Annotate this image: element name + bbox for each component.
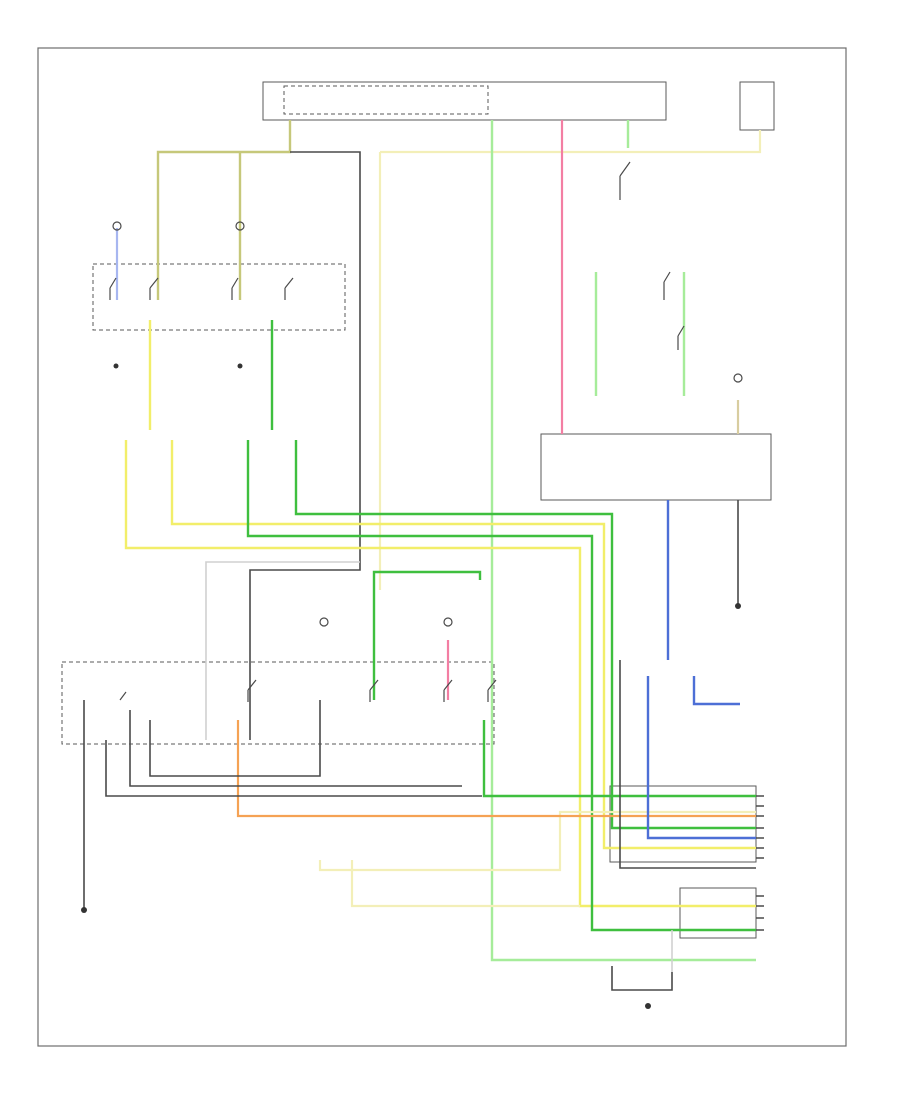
wire-blue-connector xyxy=(646,676,756,840)
diagram-frame xyxy=(37,47,847,1047)
connector-c2 xyxy=(679,887,757,939)
wire-black-bus2 xyxy=(129,710,462,787)
bulb-icon xyxy=(733,373,743,383)
wire-yellow-3 xyxy=(170,440,756,850)
wire-black-bottom-ground xyxy=(611,966,673,991)
wire-green-3 xyxy=(294,440,756,830)
wire-green-2 xyxy=(246,440,756,932)
trailer-module xyxy=(540,433,772,501)
fuse-block-right xyxy=(739,81,775,131)
relay-switch xyxy=(619,161,685,350)
wire-black-right-loop xyxy=(249,151,361,740)
wire-white-1 xyxy=(205,561,360,740)
bulb-icon xyxy=(319,617,329,627)
lower-switch-panel xyxy=(61,661,495,745)
ground-icon xyxy=(237,363,243,369)
ground-icon xyxy=(81,907,87,913)
wire-black-bus xyxy=(105,740,482,797)
wire-black-bus3 xyxy=(149,700,321,777)
wire-green-bottom xyxy=(482,720,756,798)
wire-lightyellow-bottom2 xyxy=(318,810,756,872)
wire-yellow-2 xyxy=(124,440,756,908)
wire-orange xyxy=(236,720,756,818)
ground-icon xyxy=(735,603,741,609)
bulb-icon xyxy=(443,617,453,627)
connector-c2-pins xyxy=(756,895,764,931)
wire-olive-top xyxy=(156,120,292,300)
connector-c1 xyxy=(609,785,757,863)
upper-switch-panel xyxy=(92,263,346,331)
fuse-block-left xyxy=(262,81,667,121)
ground-icon xyxy=(113,363,119,369)
wire-green-lower xyxy=(372,570,482,700)
wire-blue-out xyxy=(692,676,740,706)
upper-switches xyxy=(109,277,294,300)
bulb-icon xyxy=(112,221,122,231)
connector-c1-pins xyxy=(756,795,764,859)
ground-icon xyxy=(645,1003,651,1009)
bulb-icon xyxy=(235,221,245,231)
wire-lightyellow-top xyxy=(380,130,762,154)
wire-lightyellow-bottom xyxy=(350,860,580,908)
wire-black-right-conn xyxy=(619,660,756,869)
wire-green-fuse xyxy=(490,120,756,962)
lower-switches xyxy=(119,679,497,702)
